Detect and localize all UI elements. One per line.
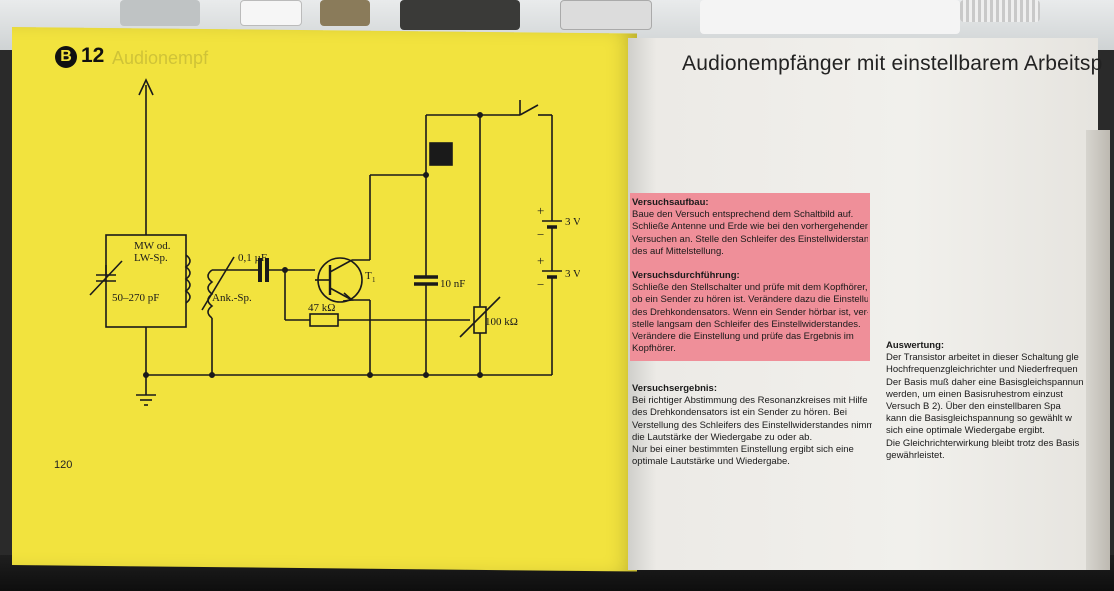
show-through-title: Audionempf (112, 48, 209, 68)
label-variable-cap: 50–270 pF (112, 292, 159, 304)
evaluation-line: sich eine optimale Wiedergabe ergibt. (886, 425, 1045, 437)
procedure-line: ob ein Sender zu hören ist. Verändere da… (632, 294, 868, 306)
label-minus1: − (537, 227, 544, 242)
evaluation-line: werden, um einen Basisruhestrom einzust (886, 388, 1063, 400)
component-part (240, 0, 302, 26)
procedure-line: stelle langsam den Schleifer des Einstel… (632, 318, 861, 330)
result-line: optimale Lautstärke und Wiedergabe. (632, 456, 790, 468)
result-line: die Lautstärke der Wiedergabe zu oder ab… (632, 431, 813, 443)
label-plus1: + (537, 203, 544, 218)
result-line: des Drehkondensators ist ein Sender zu h… (632, 407, 847, 419)
setup-line: Baue den Versuch entsprechend dem Schalt… (632, 209, 854, 221)
label-minus2: − (537, 277, 544, 292)
label-battery2: 3 V (565, 268, 580, 280)
evaluation-line: gewährleistet. (886, 449, 945, 461)
page-stack-edge (1086, 130, 1110, 570)
evaluation-heading: Auswertung: (886, 340, 945, 351)
resistor-47k (309, 313, 339, 327)
evaluation-line: Hochfrequenzgleichrichter und Niederfreq… (886, 364, 1078, 376)
label-potentiometer: 100 kΩ (485, 316, 518, 328)
cable (960, 0, 1040, 22)
procedure-heading: Versuchsdurchführung: (632, 270, 740, 281)
experiment-badge-letter: B (55, 46, 77, 68)
evaluation-line: Der Transistor arbeitet in dieser Schalt… (886, 352, 1079, 364)
label-coil-type2: LW-Sp. (134, 252, 168, 264)
procedure-line: Kopfhörer. (632, 343, 676, 355)
component-part (700, 0, 960, 34)
component-part (320, 0, 370, 26)
label-capacitor2: 10 nF (440, 278, 465, 290)
coupling-coil-adjust (201, 256, 235, 311)
evaluation-line: Versuch B 2). Über den einstellbaren Spa (886, 401, 1061, 413)
label-transistor: T (365, 270, 372, 282)
headphone-icon (429, 142, 453, 166)
highlight-box (630, 193, 870, 361)
page-number: 120 (54, 459, 73, 471)
result-section: Versuchsergebnis: Bei richtiger Abstimmu… (632, 383, 872, 468)
procedure-line: des Drehkondensators. Wenn ein Sender hö… (632, 306, 868, 318)
label-plus2: + (537, 253, 544, 268)
label-resistor: 47 kΩ (308, 302, 335, 314)
label-transistor-sub: 1 (372, 276, 376, 284)
evaluation-line: Der Basis muß daher eine Basisgleichspan… (886, 376, 1084, 388)
switch-lever (519, 104, 539, 116)
experiment-number: 12 (81, 44, 105, 67)
setup-line: Versuchen an. Stelle den Schleifer des E… (632, 233, 868, 245)
evaluation-line: kann die Basisgleichspannung so gewählt … (886, 413, 1072, 425)
setup-line: des auf Mittelstellung. (632, 245, 724, 257)
circuit-schematic: MW od. LW-Sp. 50–270 pF 0,1 µF Ank.-Sp. … (89, 78, 580, 406)
tank-coil (184, 254, 191, 304)
component-part (400, 0, 520, 30)
procedure-section: Versuchsdurchführung: Schließe den Stell… (632, 270, 868, 355)
procedure-line: Schließe den Stellschalter und prüfe mit… (632, 282, 868, 294)
setup-line: Schließe Antenne und Erde wie bei den vo… (632, 221, 868, 233)
result-line: Verstellung des Schleifers des Einstellw… (632, 419, 872, 431)
potentiometer-wiper (459, 296, 501, 338)
component-part (120, 0, 200, 26)
antenna-arrow-icon (138, 78, 154, 96)
evaluation-line: Die Gleichrichterwirkung bleibt trotz de… (886, 437, 1080, 449)
procedure-line: Verändere die Einstellung und prüfe das … (632, 331, 854, 343)
result-line: Nur bei einer bestimmten Einstellung erg… (632, 444, 854, 456)
label-coil-type: MW od. (134, 240, 171, 252)
label-coupling-cap: 0,1 µF (238, 252, 267, 264)
result-heading: Versuchsergebnis: (632, 383, 718, 394)
label-antenna-coil: Ank.-Sp. (212, 292, 252, 304)
page-title: Audionempfänger mit einstellbarem Arbeit… (682, 52, 1103, 75)
setup-heading: Versuchsaufbau: (632, 197, 709, 208)
result-line: Bei richtiger Abstimmung des Resonanzkre… (632, 395, 868, 407)
label-battery1: 3 V (565, 216, 580, 228)
component-part (560, 0, 652, 30)
variable-capacitor-arrow (89, 260, 123, 296)
evaluation-section: Auswertung: Der Transistor arbeitet in d… (886, 340, 1092, 462)
setup-section: Versuchsaufbau: Baue den Versuch entspre… (632, 197, 868, 258)
